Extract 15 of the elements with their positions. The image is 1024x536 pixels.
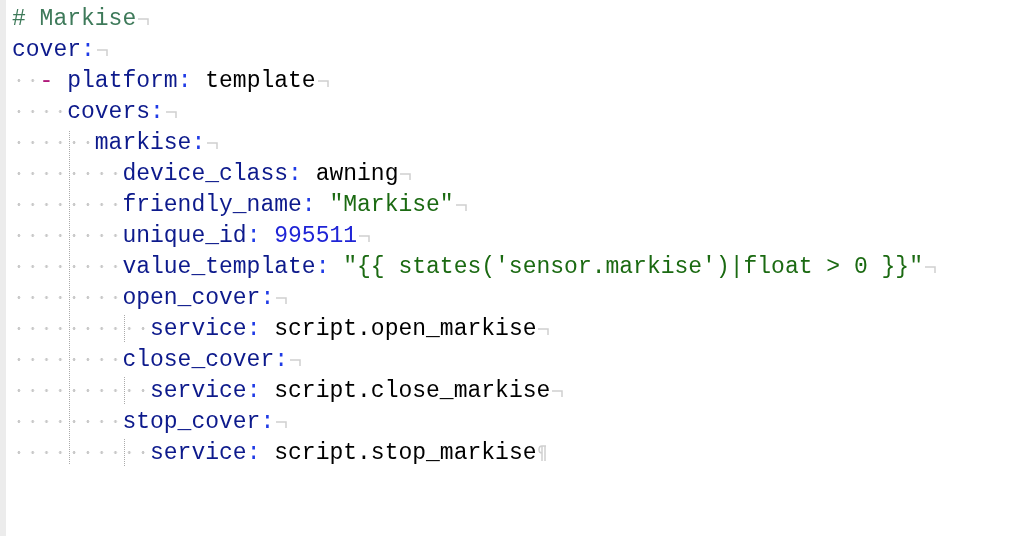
code-line: markise: — [94, 129, 206, 156]
code-line: service: script.close_markise — [150, 377, 551, 404]
code-line: cover: — [12, 36, 95, 63]
code-line: covers: — [67, 98, 164, 125]
code-line: service: script.open_markise — [150, 315, 537, 342]
code-line: value_template: "{{ states('sensor.markise')|float > 0 }}" — [122, 253, 923, 280]
code-line: service: script.stop_markise — [150, 439, 537, 466]
code-line: unique_id: 995511 — [122, 222, 358, 249]
code-line: device_class: awning — [122, 160, 399, 187]
code-line: - platform: template — [39, 67, 316, 94]
code-comment: # Markise — [12, 5, 137, 32]
code-line: friendly_name: "Markise" — [122, 191, 454, 218]
code-line: close_cover: — [122, 346, 289, 373]
code-line: stop_cover: — [122, 408, 275, 435]
code-line: open_cover: — [122, 284, 275, 311]
